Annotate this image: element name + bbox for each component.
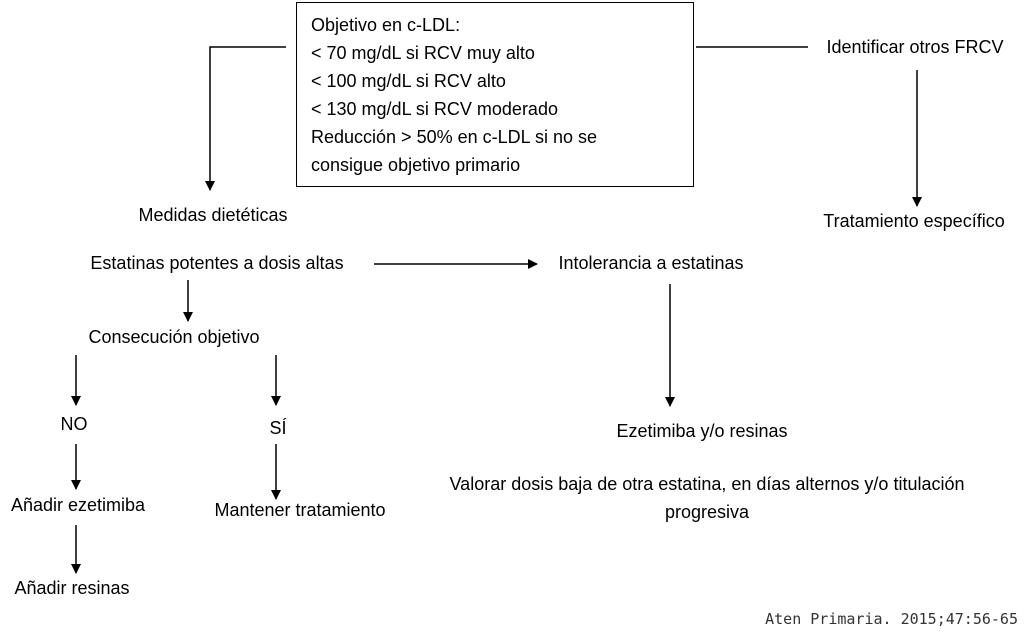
si-node: SÍ (269, 418, 287, 438)
anadir-ezetimiba-node: Añadir ezetimiba (10, 495, 146, 515)
goal-line: < 100 mg/dL si RCV alto (311, 71, 506, 91)
estatinas-potentes-node: Estatinas potentes a dosis altas (90, 253, 344, 273)
medidas-dieteticas-node: Medidas dietéticas (138, 205, 288, 225)
identificar-frcv-node: Identificar otros FRCV (826, 37, 1004, 57)
goal-line: < 70 mg/dL si RCV muy alto (311, 43, 535, 63)
consecucion-objetivo-node: Consecución objetivo (88, 327, 260, 347)
tratamiento-especifico-node: Tratamiento específico (823, 211, 1005, 231)
goal-line: Objetivo en c-LDL: (311, 15, 461, 35)
intolerancia-estatinas-node: Intolerancia a estatinas (558, 253, 744, 273)
no-node: NO (60, 414, 88, 434)
journal-citation: Aten Primaria. 2015;47:56-65 (765, 610, 1018, 628)
goal-line: consigue objetivo primario (311, 155, 521, 175)
anadir-resinas-node: Añadir resinas (14, 578, 130, 598)
mantener-tratamiento-node: Mantener tratamiento (214, 500, 386, 520)
goal-line: < 130 mg/dL si RCV moderado (311, 99, 558, 119)
valorar-dosis-node: Valorar dosis baja de otra estatina, en … (449, 474, 965, 522)
ezetimiba-resinas-node: Ezetimiba y/o resinas (616, 421, 788, 441)
connector-box-to-medidas (205, 46, 286, 191)
ldl-goal-box: Objetivo en c-LDL: < 70 mg/dL si RCV muy… (296, 2, 694, 187)
goal-line: Reducción > 50% en c-LDL si no se (311, 127, 597, 147)
